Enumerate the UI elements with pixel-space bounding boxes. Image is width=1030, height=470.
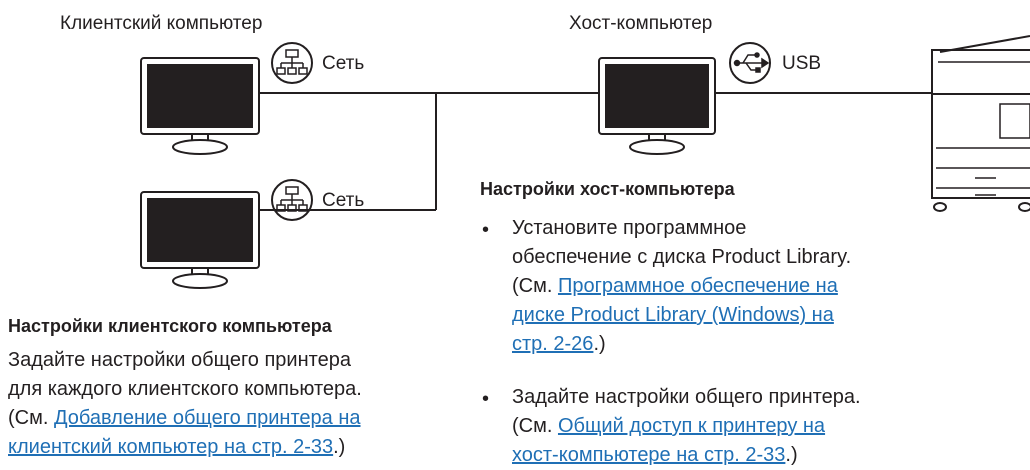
bullet-2: • <box>482 388 490 410</box>
host-item1-ref-line1: (См. Программное обеспечение на <box>512 271 838 301</box>
host-item2-ref-line1: (См. Общий доступ к принтеру на <box>512 411 825 441</box>
product-library-software-link-cont[interactable]: диске Product Library (Windows) на <box>512 304 834 326</box>
client-settings-ref-line2: клиентский компьютер на стр. 2-33.) <box>8 432 345 462</box>
client-monitor-2-icon <box>140 191 260 289</box>
client-computer-label: Клиентский компьютер <box>60 13 263 34</box>
network-icon <box>271 42 313 84</box>
see-prefix: (См. <box>512 275 558 297</box>
usb-icon <box>729 42 771 84</box>
host-computer-label: Хост-компьютер <box>569 13 713 34</box>
client-settings-line1: Задайте настройки общего принтера <box>8 349 351 371</box>
see-suffix: .) <box>593 333 606 355</box>
usb-label: USB <box>782 53 822 74</box>
see-suffix: .) <box>333 436 346 458</box>
bullet-1: • <box>482 219 490 241</box>
printer-sharing-link[interactable]: Общий доступ к принтеру на <box>557 415 826 437</box>
host-item1-ref-line3: стр. 2-26.) <box>512 329 606 359</box>
see-suffix: .) <box>785 444 798 466</box>
host-settings-heading: Настройки хост-компьютера <box>480 179 735 199</box>
host-item2-line1: Задайте настройки общего принтера. <box>512 386 861 408</box>
host-item2-ref-line2: хост-компьютере на стр. 2-33.) <box>512 440 798 470</box>
client-settings-heading: Настройки клиентского компьютера <box>8 316 332 336</box>
host-item1-line1: Установите программное <box>512 217 747 239</box>
product-library-software-link-page[interactable]: стр. 2-26 <box>512 333 594 355</box>
host-item1-ref-line2: диске Product Library (Windows) на <box>512 300 834 330</box>
network-label-2: Сеть <box>322 190 365 211</box>
see-prefix: (См. <box>8 407 54 429</box>
see-prefix: (См. <box>512 415 558 437</box>
client-settings-line2: для каждого клиентского компьютера. <box>8 378 362 400</box>
host-monitor-icon <box>598 57 716 155</box>
client-monitor-1-icon <box>140 57 260 155</box>
printer-icon <box>931 35 1030 212</box>
host-item1-line2: обеспечение с диска Product Library. <box>512 246 852 268</box>
printer-sharing-link-cont[interactable]: хост-компьютере на стр. 2-33 <box>512 444 786 466</box>
product-library-software-link[interactable]: Программное обеспечение на <box>557 275 838 297</box>
add-shared-printer-link[interactable]: Добавление общего принтера на <box>53 407 361 429</box>
add-shared-printer-link-cont[interactable]: клиентский компьютер на стр. 2-33 <box>8 436 334 458</box>
client-settings-ref-line1: (См. Добавление общего принтера на <box>8 403 361 433</box>
network-icon <box>271 179 313 221</box>
network-label-1: Сеть <box>322 53 365 74</box>
